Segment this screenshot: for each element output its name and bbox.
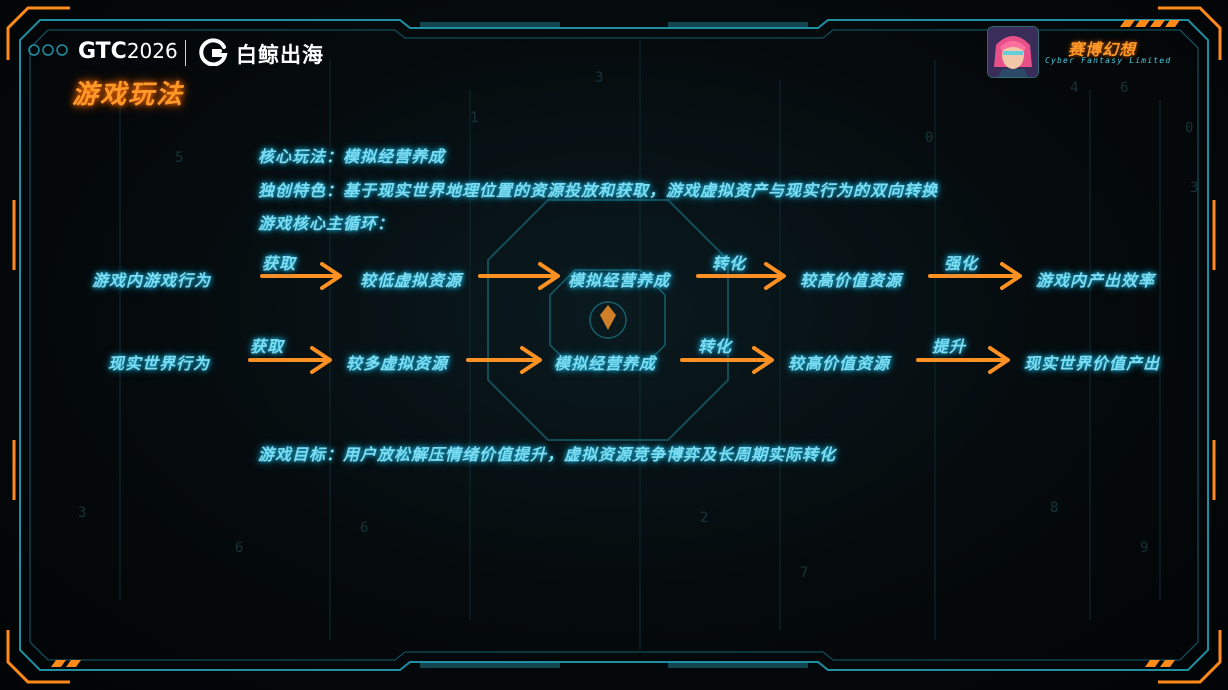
brand-name-en: Cyber Fantasy Limited [1045,56,1172,65]
flow-arrows [248,262,1022,374]
gtc-logo: GTC2026 [78,39,178,64]
arrow-row2-4 [916,346,1010,374]
goal-line: 游戏目标：用户放松解压情绪价值提升，虚拟资源竞争博弈及长周期实际转化 [258,445,837,464]
loop2-node-4: 较高价值资源 [788,354,891,373]
arrow-row1-2 [478,262,560,290]
arrow-row2-1 [248,346,332,374]
whale-logo-icon [199,38,228,66]
loop1-edge-label-4: 强化 [944,254,979,273]
loop2-node-2: 较多虚拟资源 [346,354,449,373]
loop2-edge-label-3: 转化 [698,337,733,356]
logo-divider [185,40,186,66]
loop1-node-5: 游戏内产出效率 [1036,271,1156,290]
loop1-node-1: 游戏内游戏行为 [92,271,212,290]
arrow-row1-3 [696,262,786,290]
loop1-node-3: 模拟经营养成 [568,271,671,290]
arrow-row1-4 [928,262,1022,290]
loop2-node-5: 现实世界价值产出 [1024,354,1161,373]
loop1-node-2: 较低虚拟资源 [360,271,463,290]
arrow-row1-1 [260,262,342,290]
loop1-edge-label-3: 转化 [712,254,747,273]
core-gameplay-line: 核心玩法：模拟经营养成 [258,147,446,166]
brand-avatar [987,26,1039,78]
brand-name-cn: 赛博幻想 [1068,40,1137,59]
loop-heading: 游戏核心主循环： [258,214,395,233]
loop1-edge-label-1: 获取 [262,254,297,273]
arrow-row2-2 [466,346,542,374]
loop2-edge-label-1: 获取 [250,337,285,356]
loop1-node-4: 较高价值资源 [800,271,903,290]
loop2-edge-label-4: 提升 [932,337,967,356]
loop2-node-3: 模拟经营养成 [554,354,657,373]
feature-line: 独创特色：基于现实世界地理位置的资源投放和获取，游戏虚拟资产与现实行为的双向转换 [258,181,939,200]
loop2-node-1: 现实世界行为 [108,354,211,373]
page-title: 游戏玩法 [72,80,185,110]
partner-name: 白鲸出海 [236,43,324,67]
arrow-row2-3 [680,346,774,374]
